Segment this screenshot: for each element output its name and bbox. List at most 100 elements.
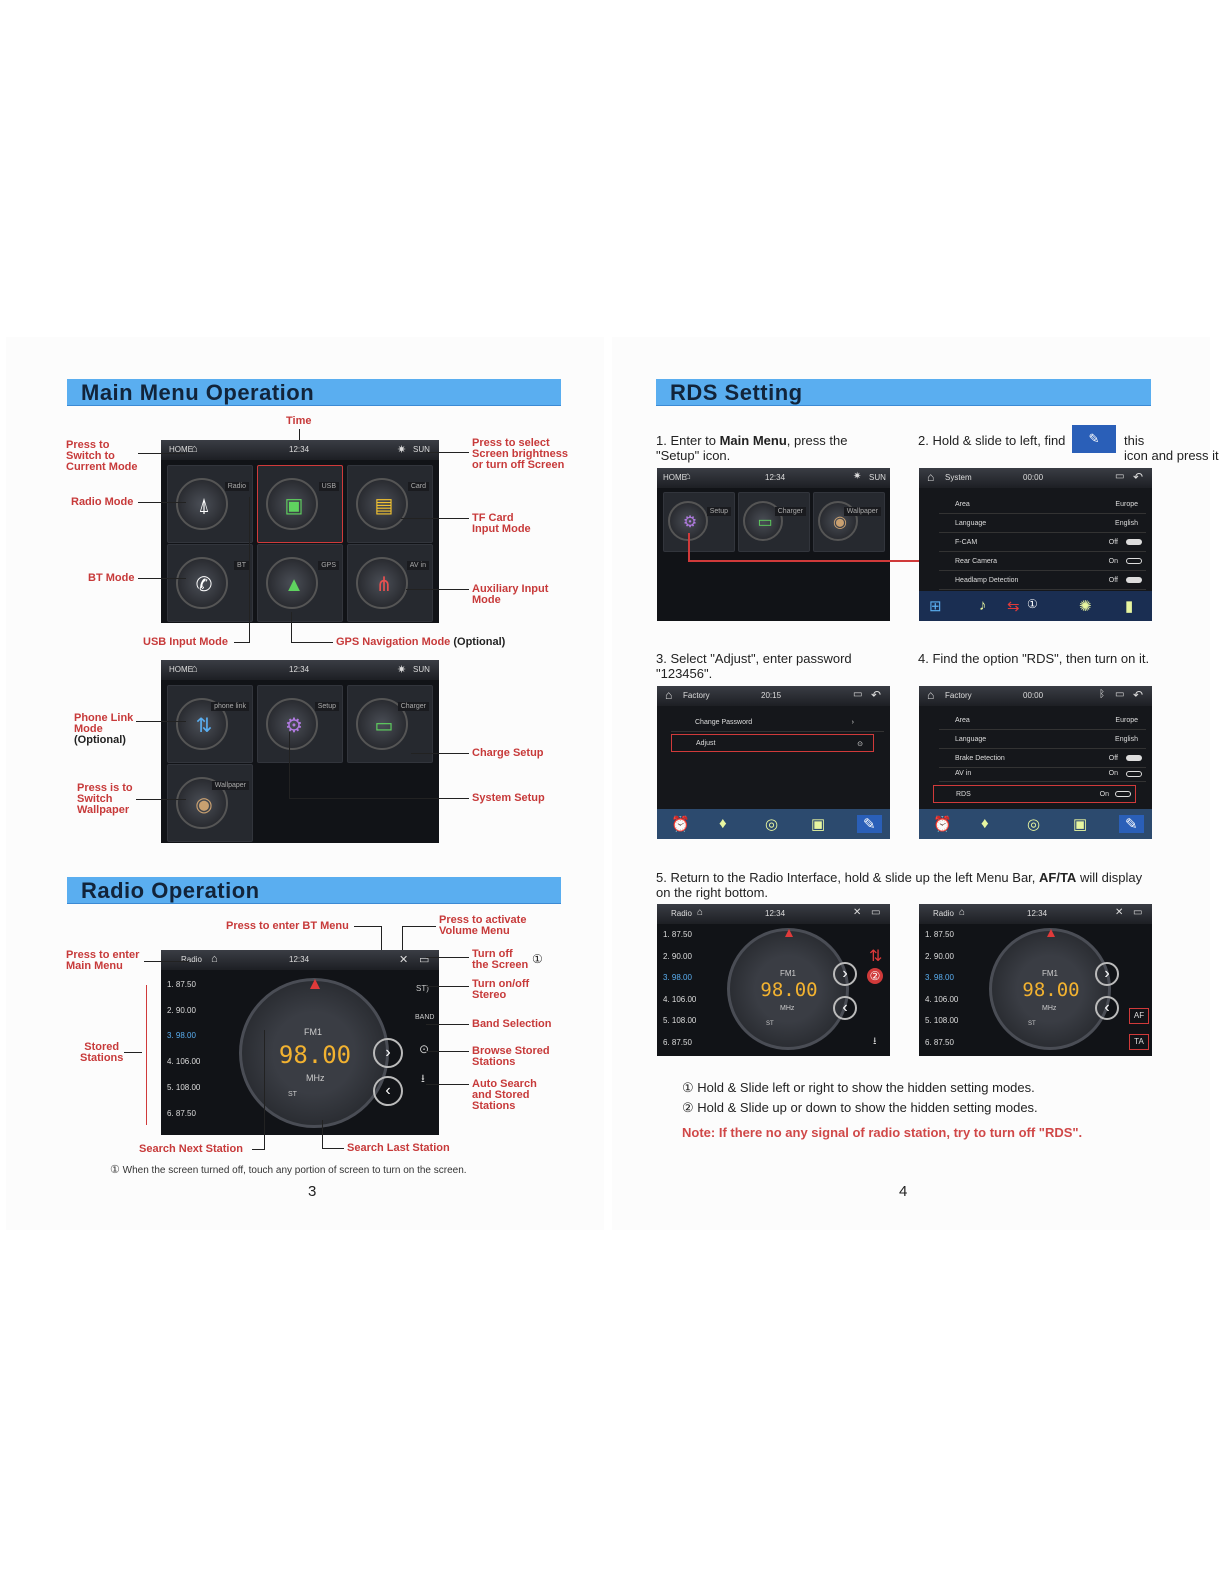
toggle-icon[interactable] <box>1126 577 1142 583</box>
tile-usb[interactable]: ▣USB <box>257 465 343 543</box>
tile-gps[interactable]: ▲GPS <box>257 544 343 622</box>
home-icon[interactable]: ⌂ <box>927 688 935 702</box>
home-icon[interactable]: ⌂ <box>959 907 966 918</box>
tile-setup[interactable]: ⚙Setup <box>257 685 343 763</box>
home-icon[interactable]: ⌂ <box>685 471 692 482</box>
tile-charger[interactable]: ▭Charger <box>738 492 810 552</box>
station-6[interactable]: 6. 87.50 <box>925 1038 954 1047</box>
screen-off-icon[interactable]: ▭ <box>419 954 430 966</box>
display-icon[interactable]: ▭ <box>1115 471 1125 482</box>
station-1[interactable]: 1. 87.50 <box>167 980 196 989</box>
tile-wallpaper[interactable]: ◉Wallpaper <box>813 492 885 552</box>
stereo-icon[interactable]: ST) <box>416 984 429 993</box>
tile-charger[interactable]: ▭Charger <box>347 685 433 763</box>
brightness-icon[interactable]: ✷ <box>397 444 407 456</box>
film-icon[interactable]: ✺ <box>1079 598 1092 615</box>
alarm-icon[interactable]: ⏰ <box>933 816 952 833</box>
station-3[interactable]: 3. 98.00 <box>925 973 954 982</box>
station-3[interactable]: 3. 98.00 <box>167 1031 196 1040</box>
station-4[interactable]: 4. 106.00 <box>925 995 959 1004</box>
tile-card[interactable]: ▤Card <box>347 465 433 543</box>
last-station-button[interactable]: ‹ <box>373 1076 403 1106</box>
station-4[interactable]: 4. 106.00 <box>167 1057 201 1066</box>
next-station-button[interactable]: › <box>373 1038 403 1068</box>
home-label[interactable]: HOME <box>169 445 193 454</box>
station-2[interactable]: 2. 90.00 <box>167 1006 196 1015</box>
screen-off-icon[interactable]: ▭ <box>871 907 881 918</box>
next-station-button[interactable]: › <box>833 962 857 986</box>
edit-icon[interactable]: ✎ <box>857 815 882 833</box>
toggle-icon[interactable] <box>1126 539 1142 545</box>
display-icon[interactable]: ▭ <box>853 689 863 700</box>
bluetooth-icon[interactable]: ᛒ <box>1099 689 1105 700</box>
tile-av-in[interactable]: ⋔AV in <box>347 544 433 622</box>
home-icon[interactable]: ⌂ <box>211 953 218 965</box>
next-station-button[interactable]: › <box>1095 962 1119 986</box>
change-password-row[interactable]: Change Password› <box>671 714 884 732</box>
bulb-icon[interactable]: ♦ <box>719 815 727 832</box>
steering-icon[interactable]: ◎ <box>1027 816 1041 833</box>
toggle-icon[interactable] <box>1126 558 1142 564</box>
tile-wallpaper[interactable]: ◉Wallpaper <box>167 764 253 842</box>
home-label[interactable]: HOME <box>169 665 193 674</box>
station-2[interactable]: 2. 90.00 <box>925 952 954 961</box>
alarm-icon[interactable]: ⏰ <box>671 816 690 833</box>
tile-radio[interactable]: ⍋Radio <box>167 465 253 543</box>
band-icon[interactable]: BAND <box>415 1014 435 1021</box>
station-1[interactable]: 1. 87.50 <box>663 930 692 939</box>
tuner-dial[interactable]: FM1 98.00 MHz ST <box>989 928 1111 1050</box>
home-icon[interactable]: ⌂ <box>191 663 198 675</box>
tuner-dial[interactable]: FM1 98.00 MHz ST <box>239 978 389 1128</box>
home-icon[interactable]: ⌂ <box>665 688 673 702</box>
ta-button[interactable]: TA <box>1129 1034 1149 1050</box>
bt-menu-icon[interactable]: ✕ <box>853 907 862 918</box>
tile-bt[interactable]: ✆BT <box>167 544 253 622</box>
station-6[interactable]: 6. 87.50 <box>663 1038 692 1047</box>
screen-off-icon[interactable]: ▭ <box>1133 907 1143 918</box>
home-icon[interactable]: ⌂ <box>697 907 704 918</box>
browse-icon[interactable]: ⊙ <box>419 1042 430 1056</box>
station-6[interactable]: 6. 87.50 <box>167 1109 196 1118</box>
tile-phone-link[interactable]: ⇅phone link <box>167 685 253 763</box>
station-4[interactable]: 4. 106.00 <box>663 995 697 1004</box>
station-3[interactable]: 3. 98.00 <box>663 973 692 982</box>
sun-label[interactable]: SUN <box>413 445 430 454</box>
brightness-icon[interactable]: ✷ <box>397 664 407 676</box>
station-5[interactable]: 5. 108.00 <box>167 1083 201 1092</box>
back-icon[interactable]: ↶ <box>1133 688 1144 702</box>
auto-search-icon[interactable]: ⭳ <box>873 1036 877 1047</box>
slide-arrows-icon[interactable]: ⇆ <box>1007 598 1020 615</box>
auto-search-icon[interactable]: ⭳ <box>421 1073 425 1085</box>
edit-icon[interactable]: ✎ <box>1119 815 1144 833</box>
toggle-icon[interactable] <box>1115 791 1131 797</box>
back-icon[interactable]: ↶ <box>871 688 882 702</box>
windows-icon[interactable]: ⊞ <box>929 598 942 615</box>
last-station-button[interactable]: ‹ <box>833 996 857 1020</box>
station-5[interactable]: 5. 108.00 <box>663 1016 697 1025</box>
screen-icon[interactable]: ▣ <box>1073 816 1088 833</box>
mic-icon[interactable]: ♪ <box>979 597 987 614</box>
station-2[interactable]: 2. 90.00 <box>663 952 692 961</box>
station-1[interactable]: 1. 87.50 <box>925 930 954 939</box>
bt-menu-icon[interactable]: ✕ <box>399 954 409 966</box>
bt-menu-icon[interactable]: ✕ <box>1115 907 1124 918</box>
last-station-button[interactable]: ‹ <box>1095 996 1119 1020</box>
toggle-icon[interactable] <box>1126 755 1142 761</box>
bulb-icon[interactable]: ♦ <box>981 815 989 832</box>
sun-label[interactable]: SUN <box>413 665 430 674</box>
station-5[interactable]: 5. 108.00 <box>925 1016 959 1025</box>
tuner-dial[interactable]: FM1 98.00 MHz ST <box>727 928 849 1050</box>
display-icon[interactable]: ▭ <box>1115 689 1125 700</box>
home-icon[interactable]: ⌂ <box>191 443 198 455</box>
charger-icon[interactable]: ▮ <box>1125 598 1134 615</box>
screen-icon[interactable]: ▣ <box>811 816 826 833</box>
